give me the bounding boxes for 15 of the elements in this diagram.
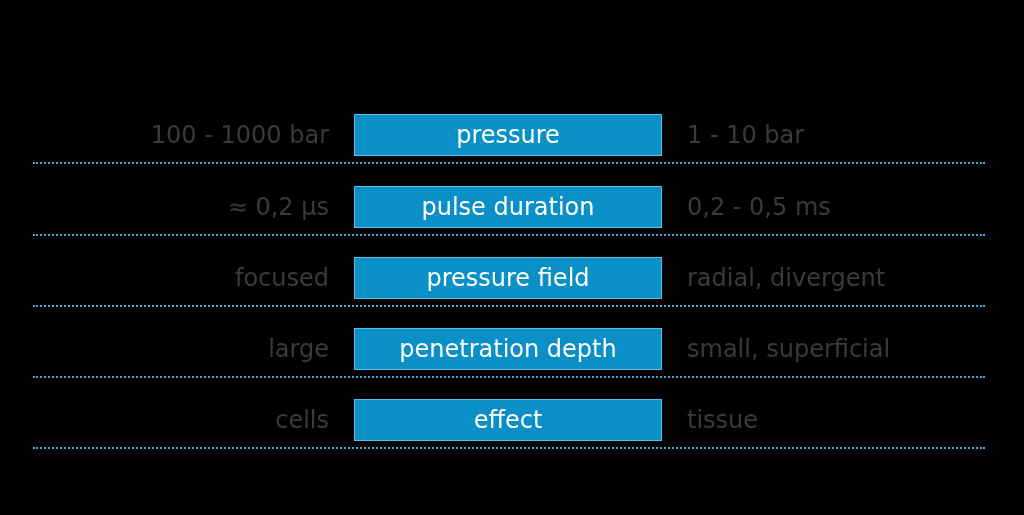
right-value: radial, divergent <box>687 263 886 294</box>
parameter-box: penetration depth <box>354 328 662 370</box>
right-value: tissue <box>687 405 759 436</box>
left-value: ≈ 0,2 µs <box>227 192 329 223</box>
left-value: cells <box>275 405 329 436</box>
right-value: small, superficial <box>687 334 891 365</box>
parameter-box: effect <box>354 399 662 441</box>
left-value: 100 - 1000 bar <box>150 120 329 151</box>
right-value: 0,2 - 0,5 ms <box>687 192 831 223</box>
parameter-box: pressure field <box>354 257 662 299</box>
left-value: large <box>268 334 329 365</box>
parameter-box: pulse duration <box>354 186 662 228</box>
right-value: 1 - 10 bar <box>687 120 805 151</box>
parameter-box: pressure <box>354 114 662 156</box>
left-value: focused <box>234 263 329 294</box>
